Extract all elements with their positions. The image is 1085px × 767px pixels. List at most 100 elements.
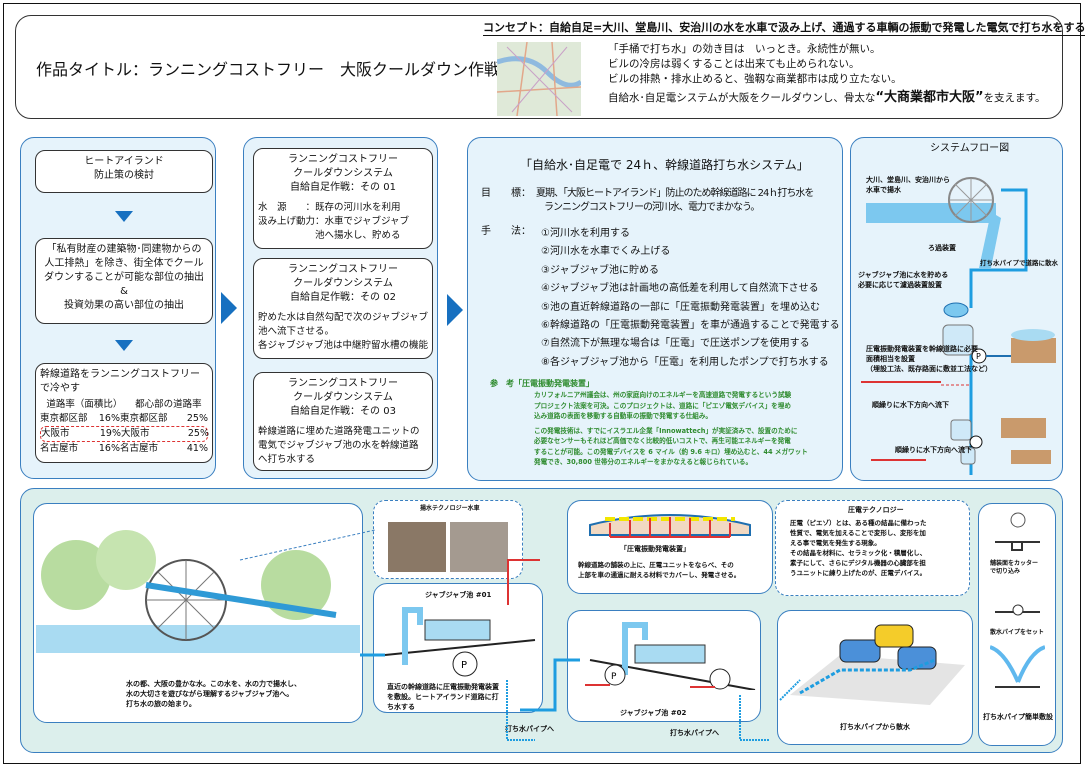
spray-caption: 打ち水パイプから散水 <box>840 723 910 731</box>
box-line: ヒートアイランド <box>84 156 164 167</box>
ref-line: 発電でき、30,800 世帯分のエネルギーをまかなえると報じられている。 <box>534 458 753 466</box>
caption-line: 直近の幹線道路に圧電振動発電装置 <box>387 683 499 691</box>
tactic-body: 各ジャブジャブ池は中継貯留水槽の機能 <box>258 340 429 351</box>
ratio-cell: 大阪市 <box>121 428 150 439</box>
tactic-title: ランニングコストフリー <box>288 264 398 275</box>
ratio-cell: 東京都区部 <box>40 413 88 424</box>
ratio-cell: 16% <box>98 413 120 424</box>
header-line: を支えます。 <box>983 92 1046 104</box>
tactic-title: 自給自足作戦：その 03 <box>290 406 396 417</box>
heat-island-box: ヒートアイランド防止策の検討 <box>35 150 213 193</box>
goal: 夏期、「大阪ヒートアイランド」防止のため幹線道路に 24ｈ打ち水をランニングコス… <box>536 187 836 215</box>
osaka-map-image <box>497 42 581 116</box>
pump-label: P <box>611 672 617 682</box>
method-label: 手 法： <box>481 226 531 237</box>
page-title: 作品タイトル：ランニングコストフリー 大阪クールダウン作戦 <box>36 60 501 79</box>
tactic-body: へ打ち水する <box>258 454 316 465</box>
tactic-body: 池へ流下させる。 <box>258 326 335 337</box>
arrow-right-icon <box>221 292 237 324</box>
goal-line: ランニングコストフリーの河川水、電力でまかなう。 <box>544 202 760 213</box>
flow-text: ジャブジャブ池に水を貯める <box>858 271 949 279</box>
arrow-down-icon <box>115 211 133 222</box>
flow-label: 順繰りに水下方向へ流下 <box>895 446 972 454</box>
tactic-body: 電気でジャブジャブ池の水を幹線道路 <box>258 440 419 451</box>
pool-02-title: ジャブジャブ池 #02 <box>620 709 687 717</box>
piezo-device-box <box>567 500 773 594</box>
method-item: ②河川水を水車でくみ上げる <box>541 246 671 258</box>
header-text: 「手桶で打ち水」の効き目は いっとき。永続性が無い。 ビルの冷房は弱くすることは… <box>608 42 1045 106</box>
piezo-device-diagram <box>589 514 751 538</box>
piezo-tech-body: 圧電（ピエゾ）とは、ある種の結晶に備わった性質で、電気を加えることで変形し、変形… <box>790 518 927 578</box>
goal-label: 目 標： <box>481 188 531 199</box>
header-line: ビルの冷房は弱くすることは出来ても止められない。 <box>608 58 860 70</box>
methods-list: ①河川水を利用する ②河川水を水車でくみ上げる ③ジャブジャブ池に貯める ④ジャブジャ… <box>541 225 840 372</box>
step-1-caption: 舗装面をカッターで切り込み <box>990 560 1038 576</box>
panel-system <box>467 137 843 481</box>
flow-label: 圧電振動発電装置を幹線道路に必要面積相当を設置（埋設工法、既存路面に敷並工法など… <box>866 344 992 374</box>
pipe-label: 打ち水パイプへ <box>670 729 719 737</box>
flow-label: ろ過装置 <box>928 244 956 252</box>
header-emphasis: “大商業都市大阪” <box>875 90 984 105</box>
method-item: ⑦自然流下が無理な場合は「圧電」で圧送ポンプを使用する <box>541 338 810 350</box>
flow-text: 必要に応じて濾過装置設置 <box>858 281 942 289</box>
flow-label: 大川、堂島川、安治川から水車で揚水 <box>866 175 950 195</box>
flow-text: 水車で揚水 <box>866 186 901 194</box>
piezo-tech-title: 圧電テクノロジー <box>848 506 904 514</box>
pipe-label: 打ち水パイプへ <box>505 725 554 733</box>
ref-line: 込み道路の表面を移動する自動車の振動で発電する仕組み。 <box>534 412 713 420</box>
method-item: ①河川水を利用する <box>541 228 630 239</box>
ratio-cell: 19% <box>99 428 121 439</box>
ratio-cell: 大阪市 <box>41 428 70 439</box>
tech-line: える事で電気を発生する現象。 <box>790 539 881 547</box>
method-item: ③ジャブジャブ池に貯める <box>541 264 659 276</box>
scene-caption: 水の都、大阪の豊かな水。この水を、水の力で揚水し、水の大切さを遊びながら理解する… <box>126 679 301 709</box>
watermill-title: 揚水テクノロジー水車 <box>420 505 480 512</box>
caption-line: を敷設。ヒートアイランド道路に打 <box>387 693 499 701</box>
pool-01-caption: 直近の幹線道路に圧電振動発電装置を敷設。ヒートアイランド道路に打ち水する <box>387 682 499 712</box>
road-spray-icon <box>1011 338 1056 363</box>
method-item: ⑥幹線道路の「圧電振動発電装置」を車が通過することで発電する <box>541 320 840 332</box>
reference-text: カリフォルニア州議会は、州の家庭向けのエネルギーを高速道路で発電するという試験プ… <box>534 390 808 468</box>
col-header: 道路率（面積比） <box>46 399 123 410</box>
col-header: 都心部の道路率 <box>135 399 202 410</box>
pool-01-title: ジャブジャブ池 #01 <box>425 591 492 599</box>
ref-line: この発電技術は、すでにイスラエル企業「Innowattech」が実証済みで、設置… <box>534 426 798 435</box>
spray-illustration <box>790 624 965 705</box>
ref-line: カリフォルニア州議会は、州の家庭向けのエネルギーを高速道路で発電するという試験 <box>534 391 792 399</box>
method-item: ⑤池の直近幹線道路の一部に「圧電振動発電装置」を埋め込む <box>541 301 820 313</box>
arrow-right-icon <box>447 294 463 326</box>
road-ratio-box: 幹線道路をランニングコストフリーで冷やす 道路率（面積比）都心部の道路率 東京都… <box>35 363 213 463</box>
ratio-cell: 25% <box>186 413 208 424</box>
tactic-body: 汲み上げ動力：水車でジャブジャブ <box>258 216 410 227</box>
tech-line: うユニットに練り上げたのが、圧電デバイス。 <box>790 569 927 577</box>
flow-label: ジャブジャブ池に水を貯める必要に応じて濾過装置設置 <box>858 270 948 290</box>
flow-text: 圧電振動発電装置を幹線道路に必要 <box>866 345 978 353</box>
ref-line: プロジェクト法案を可決。このプロジェクトは、道路に「ピエゾ電気デバイス」を埋め <box>534 401 791 410</box>
box-line: 投資効果の高い部位の抽出 <box>64 300 184 311</box>
caption-line: 舗装面をカッター <box>990 560 1039 567</box>
tactic-title: 自給自足作戦：その 02 <box>290 292 396 303</box>
system-title: 「自給水･自足電で 24ｈ、幹線道路打ち水システム」 <box>520 158 809 172</box>
ratio-cell: 41% <box>186 443 208 454</box>
box-line: 人工排熱」を除き、街全体でクール <box>44 258 204 269</box>
method-item: ④ジャブジャブ池は計画地の高低差を利用して自然流下させる <box>541 283 819 295</box>
reference-title: 参 考「圧電振動発電装置」 <box>490 379 594 388</box>
flow-text: 大川、堂島川、安治川から <box>866 176 950 184</box>
caption-line: ち水する <box>387 703 415 711</box>
concept: コンセプト：自給自足=大川、堂島川、安治川の水を水車で汲み上げ、通過する車輌の振… <box>483 21 1085 36</box>
flow-title: システムフロー図 <box>930 143 1010 154</box>
flow-label: 順繰りに水下方向へ流下 <box>872 401 949 409</box>
ratio-cell: 名古屋市 <box>120 443 159 454</box>
tech-line: 性質で、電気を加えることで変形し、変形を加 <box>790 529 926 537</box>
box-line: 「私有財産の建築物･同建物からの <box>46 244 202 255</box>
tactic-title: クールダウンシステム <box>293 278 393 289</box>
tech-line: その結晶を材料に、セラミック化・積層化し、 <box>790 549 927 557</box>
caption-line: 水の都、大阪の豊かな水。この水を、水の力で揚水し、 <box>126 680 301 688</box>
tactic-title: クールダウンシステム <box>293 392 393 403</box>
steps-caption: 打ち水パイプ簡単敷設 <box>983 713 1053 721</box>
header-line: ビルの排熱・排水止めると、強靱な商業都市は成り立たない。 <box>608 73 902 85</box>
